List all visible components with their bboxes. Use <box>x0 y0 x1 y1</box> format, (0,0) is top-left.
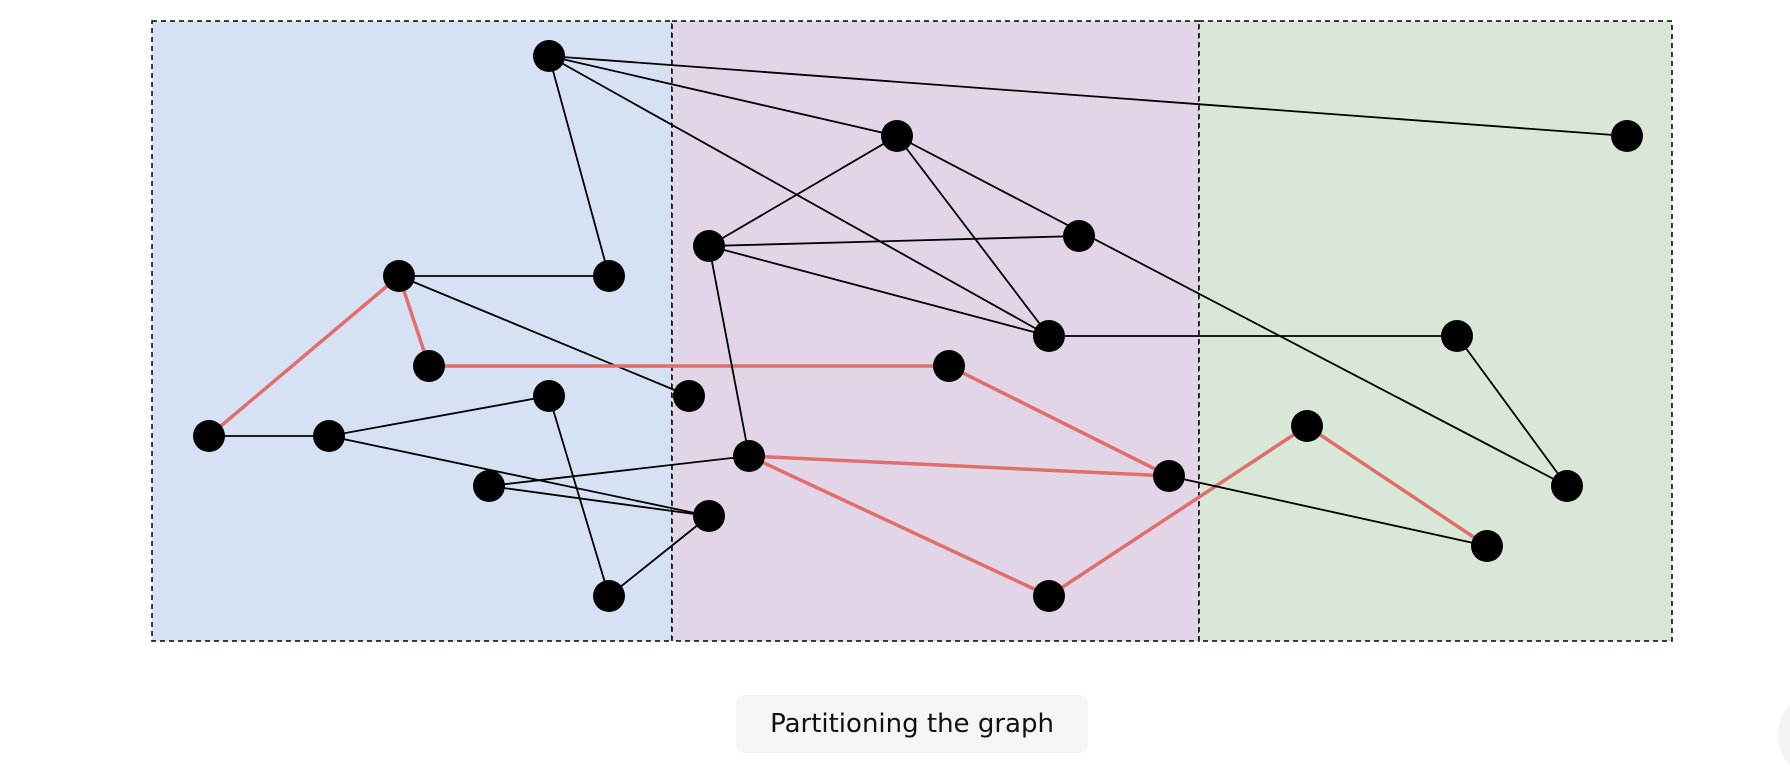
graph-node-n21 <box>1441 320 1473 352</box>
graph-node-n15 <box>881 120 913 152</box>
edge-n1-n19 <box>548 55 1628 137</box>
edge-n1-n15 <box>548 55 898 137</box>
graph-nodes <box>193 40 1643 612</box>
edge-n11-n13 <box>488 455 750 487</box>
cut-edge-n13-n17 <box>748 454 1050 598</box>
edge-n8-n12 <box>328 435 710 517</box>
partition-region-p3 <box>1198 20 1673 642</box>
graph-node-n1 <box>533 40 565 72</box>
graph-node-n8 <box>313 420 345 452</box>
partition-region-p2 <box>671 20 1200 642</box>
graph-node-n3 <box>383 260 415 292</box>
edge-n10-n15 <box>896 135 1050 337</box>
edge-n15-n23 <box>896 135 1568 487</box>
edge-n6-n13 <box>708 245 750 457</box>
edge-n1-n2 <box>548 55 610 277</box>
graph-node-n13 <box>733 440 765 472</box>
graph-node-n19 <box>1611 120 1643 152</box>
graph-node-n6 <box>693 230 725 262</box>
cut-edge-n22-n24 <box>1306 424 1488 548</box>
graph-node-n11 <box>473 470 505 502</box>
graph-node-n7 <box>193 420 225 452</box>
graph-edges <box>207 55 1628 598</box>
graph-node-n18 <box>1153 460 1185 492</box>
edge-n18-n24 <box>1168 475 1488 547</box>
caption-button[interactable]: Partitioning the graph <box>736 695 1088 753</box>
cut-edge-n3-n7 <box>207 274 401 438</box>
partition-regions <box>151 20 1673 642</box>
edge-n9-n14 <box>548 395 610 597</box>
edge-n6-n15 <box>708 135 898 247</box>
edge-n12-n14 <box>608 515 710 597</box>
graph-node-n17 <box>1033 580 1065 612</box>
graph-node-n5 <box>673 380 705 412</box>
edge-n6-n20 <box>708 235 1080 247</box>
edge-n11-n12 <box>488 485 710 517</box>
graph-node-n2 <box>593 260 625 292</box>
graph-node-n14 <box>593 580 625 612</box>
partition-region-p1 <box>151 20 673 642</box>
graph-node-n22 <box>1291 410 1323 442</box>
graph-node-n23 <box>1551 470 1583 502</box>
edge-n6-n10 <box>708 245 1050 337</box>
caption-label: Partitioning the graph <box>770 709 1054 739</box>
graph-partition-diagram <box>151 20 1673 642</box>
graph-node-n4 <box>413 350 445 382</box>
edge-n8-n9 <box>328 395 550 437</box>
graph-node-n20 <box>1063 220 1095 252</box>
cut-edge-n13-n18 <box>748 454 1170 478</box>
graph-node-n16 <box>933 350 965 382</box>
graph-node-n24 <box>1471 530 1503 562</box>
graph-node-n9 <box>533 380 565 412</box>
cut-edge-n17-n22 <box>1048 424 1308 598</box>
edge-n3-n5 <box>398 275 690 397</box>
edge-n1-n10 <box>548 55 1050 337</box>
graph-node-n12 <box>693 500 725 532</box>
graph-node-n10 <box>1033 320 1065 352</box>
cut-edge-n16-n18 <box>948 364 1170 478</box>
edge-n21-n23 <box>1456 335 1568 487</box>
